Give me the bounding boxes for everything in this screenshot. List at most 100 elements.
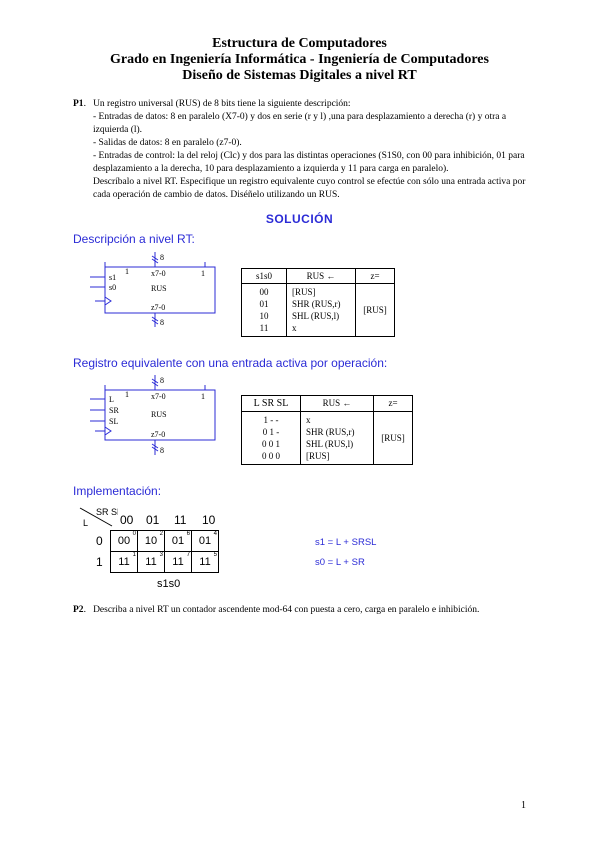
b2-sl: SL: [109, 417, 118, 426]
sec3-title: Implementación:: [73, 484, 162, 498]
p2-label: P2: [73, 605, 84, 615]
b2-l: L: [109, 395, 114, 404]
kmap-cell-value: 11: [172, 556, 184, 568]
t1-z: [RUS]: [355, 283, 395, 337]
kmap-corner-top: SR SL: [96, 507, 118, 517]
b1-x: x7-0: [151, 269, 166, 278]
t1-code: 00: [259, 287, 269, 297]
kmap-cell-index: 5: [213, 552, 217, 558]
t1-code: 11: [259, 323, 269, 333]
t2-z: [RUS]: [373, 411, 413, 465]
rt-table-1: s1s0 RUS ← z= 00 01 10 11 [RUS] SHR (RUS…: [241, 268, 395, 337]
b1-top: 8: [160, 253, 164, 262]
kmap-cell-index: 2: [159, 531, 163, 537]
kmap-col: 10: [202, 513, 216, 527]
t1-op: x: [292, 323, 297, 333]
b2-top: 8: [160, 376, 164, 385]
p2-text: Describa a nivel RT un contador ascenden…: [93, 605, 480, 615]
kmap-corner: SR SL L: [79, 507, 118, 528]
kmap-cell-value: 11: [199, 556, 211, 568]
rus-block-diagram-2: 8 L 1 SR SL x7-0 1 RUS z7-0 8: [90, 375, 216, 455]
p1-label: P1: [73, 99, 84, 109]
t2-h1: L SR SL: [241, 395, 301, 412]
sec2-title: Registro equivalente con una entrada act…: [73, 356, 388, 370]
kmap-cell-value: 01: [171, 535, 185, 547]
kmap-cell-index: 6: [186, 531, 190, 537]
p1-bullet-2: - Salidas de datos: 8 en paralelo (z7-0)…: [93, 138, 242, 148]
problem-1: P1. Un registro universal (RUS) de 8 bit…: [73, 98, 533, 202]
t2-op: SHR (RUS,r): [306, 427, 355, 437]
b2-sr: SR: [109, 406, 119, 415]
p1-bullet-4: Descríbalo a nivel RT. Especifique un re…: [93, 177, 526, 200]
kmap-cell-index: 4: [213, 531, 217, 537]
doc-subtitle: Grado en Ingeniería Informática - Ingeni…: [110, 52, 489, 67]
b2-one: 1: [125, 390, 129, 399]
kmap-cell-value: 00: [117, 535, 131, 547]
p1-bullet-1: - Entradas de datos: 8 en paralelo (X7-0…: [93, 112, 507, 135]
page-number: 1: [521, 800, 526, 811]
rt-table-2: L SR SL RUS ← z= 1 - - 0 1 - 0 0 1 0 0 0…: [241, 395, 413, 465]
p1-bullet-3: - Entradas de control: la del reloj (Clc…: [93, 151, 525, 174]
t1-h1: s1s0: [241, 268, 287, 284]
t1-h2: RUS ←: [286, 268, 356, 284]
equation-s0: s0 = L + SR: [315, 557, 365, 568]
t2-op: x: [306, 415, 311, 425]
kmap-col: 01: [146, 513, 160, 527]
b1-s1: s1: [109, 273, 116, 282]
b1-s0: s0: [109, 283, 116, 292]
solution-title: SOLUCIÓN: [265, 212, 334, 226]
t1-h3: z=: [355, 268, 395, 284]
b2-one2: 1: [201, 392, 205, 401]
problem-2: P2. Describa a nivel RT un contador asce…: [73, 605, 480, 615]
t2-h3: z=: [373, 395, 413, 412]
p1-intro: Un registro universal (RUS) de 8 bits ti…: [93, 99, 351, 109]
t1-code: 01: [259, 299, 269, 309]
kmap-col: 11: [174, 513, 187, 527]
kmap-row-0: 0: [96, 534, 103, 548]
equation-s1: s1 = L + SRSL: [315, 537, 377, 548]
kmap-cell-index: 1: [132, 552, 136, 558]
b2-name: RUS: [151, 410, 167, 419]
t1-op: [RUS]: [292, 287, 316, 297]
t1-op: SHR (RUS,r): [292, 299, 341, 309]
t2-code: 0 0 0: [262, 451, 280, 461]
b1-one2: 1: [201, 269, 205, 278]
kmap-caption: s1s0: [157, 578, 181, 590]
t2-op: [RUS]: [306, 451, 330, 461]
t1-code: 10: [259, 311, 269, 321]
kmap-row-1: 1: [96, 555, 103, 569]
kmap-cell-value: 11: [118, 556, 130, 568]
t2-h2: RUS ←: [300, 395, 374, 412]
doc-section: Diseño de Sistemas Digitales a nivel RT: [182, 68, 417, 83]
kmap-cell-value: 01: [198, 535, 212, 547]
t1-op: SHL (RUS,l): [292, 311, 340, 321]
kmap-cell-value: 10: [144, 535, 158, 547]
kmap-cell-index: 3: [159, 552, 163, 558]
b1-name: RUS: [151, 284, 167, 293]
t2-code: 0 0 1: [262, 439, 280, 449]
kmap-cell-index: 0: [132, 531, 136, 537]
b1-bottom: 8: [160, 318, 164, 327]
sec1-title: Descripción a nivel RT:: [73, 232, 195, 246]
t2-code: 1 - -: [263, 415, 279, 425]
rus-block-diagram-1: 8 s1 1 s0 x7-0 1 RUS z7-0 8: [90, 252, 216, 327]
b2-x: x7-0: [151, 392, 166, 401]
b1-z: z7-0: [151, 303, 165, 312]
kmap-cell-index: 7: [186, 552, 190, 558]
kmap-cell-value: 11: [145, 556, 157, 568]
b1-one: 1: [125, 267, 129, 276]
doc-title: Estructura de Computadores: [212, 36, 387, 51]
b2-bottom: 8: [160, 446, 164, 455]
kmap-corner-left: L: [83, 518, 88, 528]
t2-code: 0 1 -: [262, 427, 280, 437]
t2-op: SHL (RUS,l): [306, 439, 354, 449]
